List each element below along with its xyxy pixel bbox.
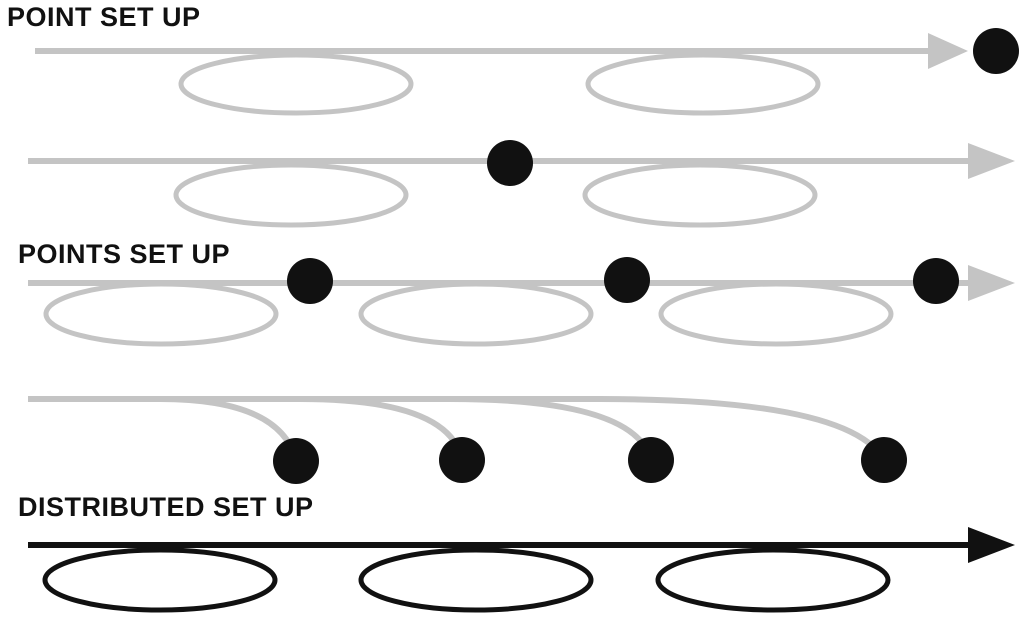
point-node xyxy=(973,28,1019,74)
area-ellipse xyxy=(178,52,414,116)
point-node xyxy=(913,258,959,304)
point-set-up-label: POINT SET UP xyxy=(7,2,201,32)
row-point-middle xyxy=(28,140,1015,228)
point-node xyxy=(273,438,319,484)
points-set-up-label: POINTS SET UP xyxy=(18,239,231,269)
point-node xyxy=(287,258,333,304)
row-points-branch-nodes xyxy=(273,437,907,484)
branch-line xyxy=(299,396,465,461)
row-points-on-line xyxy=(28,257,1015,347)
area-ellipse xyxy=(42,547,278,613)
area-ellipse xyxy=(582,162,818,228)
row-distributed xyxy=(28,527,1015,613)
point-node xyxy=(604,257,650,303)
area-ellipse xyxy=(585,52,821,116)
area-ellipse xyxy=(358,547,594,613)
arrow-head xyxy=(968,143,1015,179)
arrow-head xyxy=(928,33,968,69)
arrow-head xyxy=(968,265,1015,301)
point-node xyxy=(439,437,485,483)
point-node xyxy=(628,437,674,483)
point-node xyxy=(487,140,533,186)
area-ellipse xyxy=(43,281,279,347)
distributed-set-up-label: DISTRIBUTED SET UP xyxy=(18,492,314,522)
area-ellipse xyxy=(655,547,891,613)
row-point-end xyxy=(35,28,1019,116)
arrow-head xyxy=(968,527,1015,563)
area-ellipse xyxy=(658,281,894,347)
area-ellipse xyxy=(173,162,409,228)
area-ellipse xyxy=(358,281,594,347)
point-node xyxy=(861,437,907,483)
